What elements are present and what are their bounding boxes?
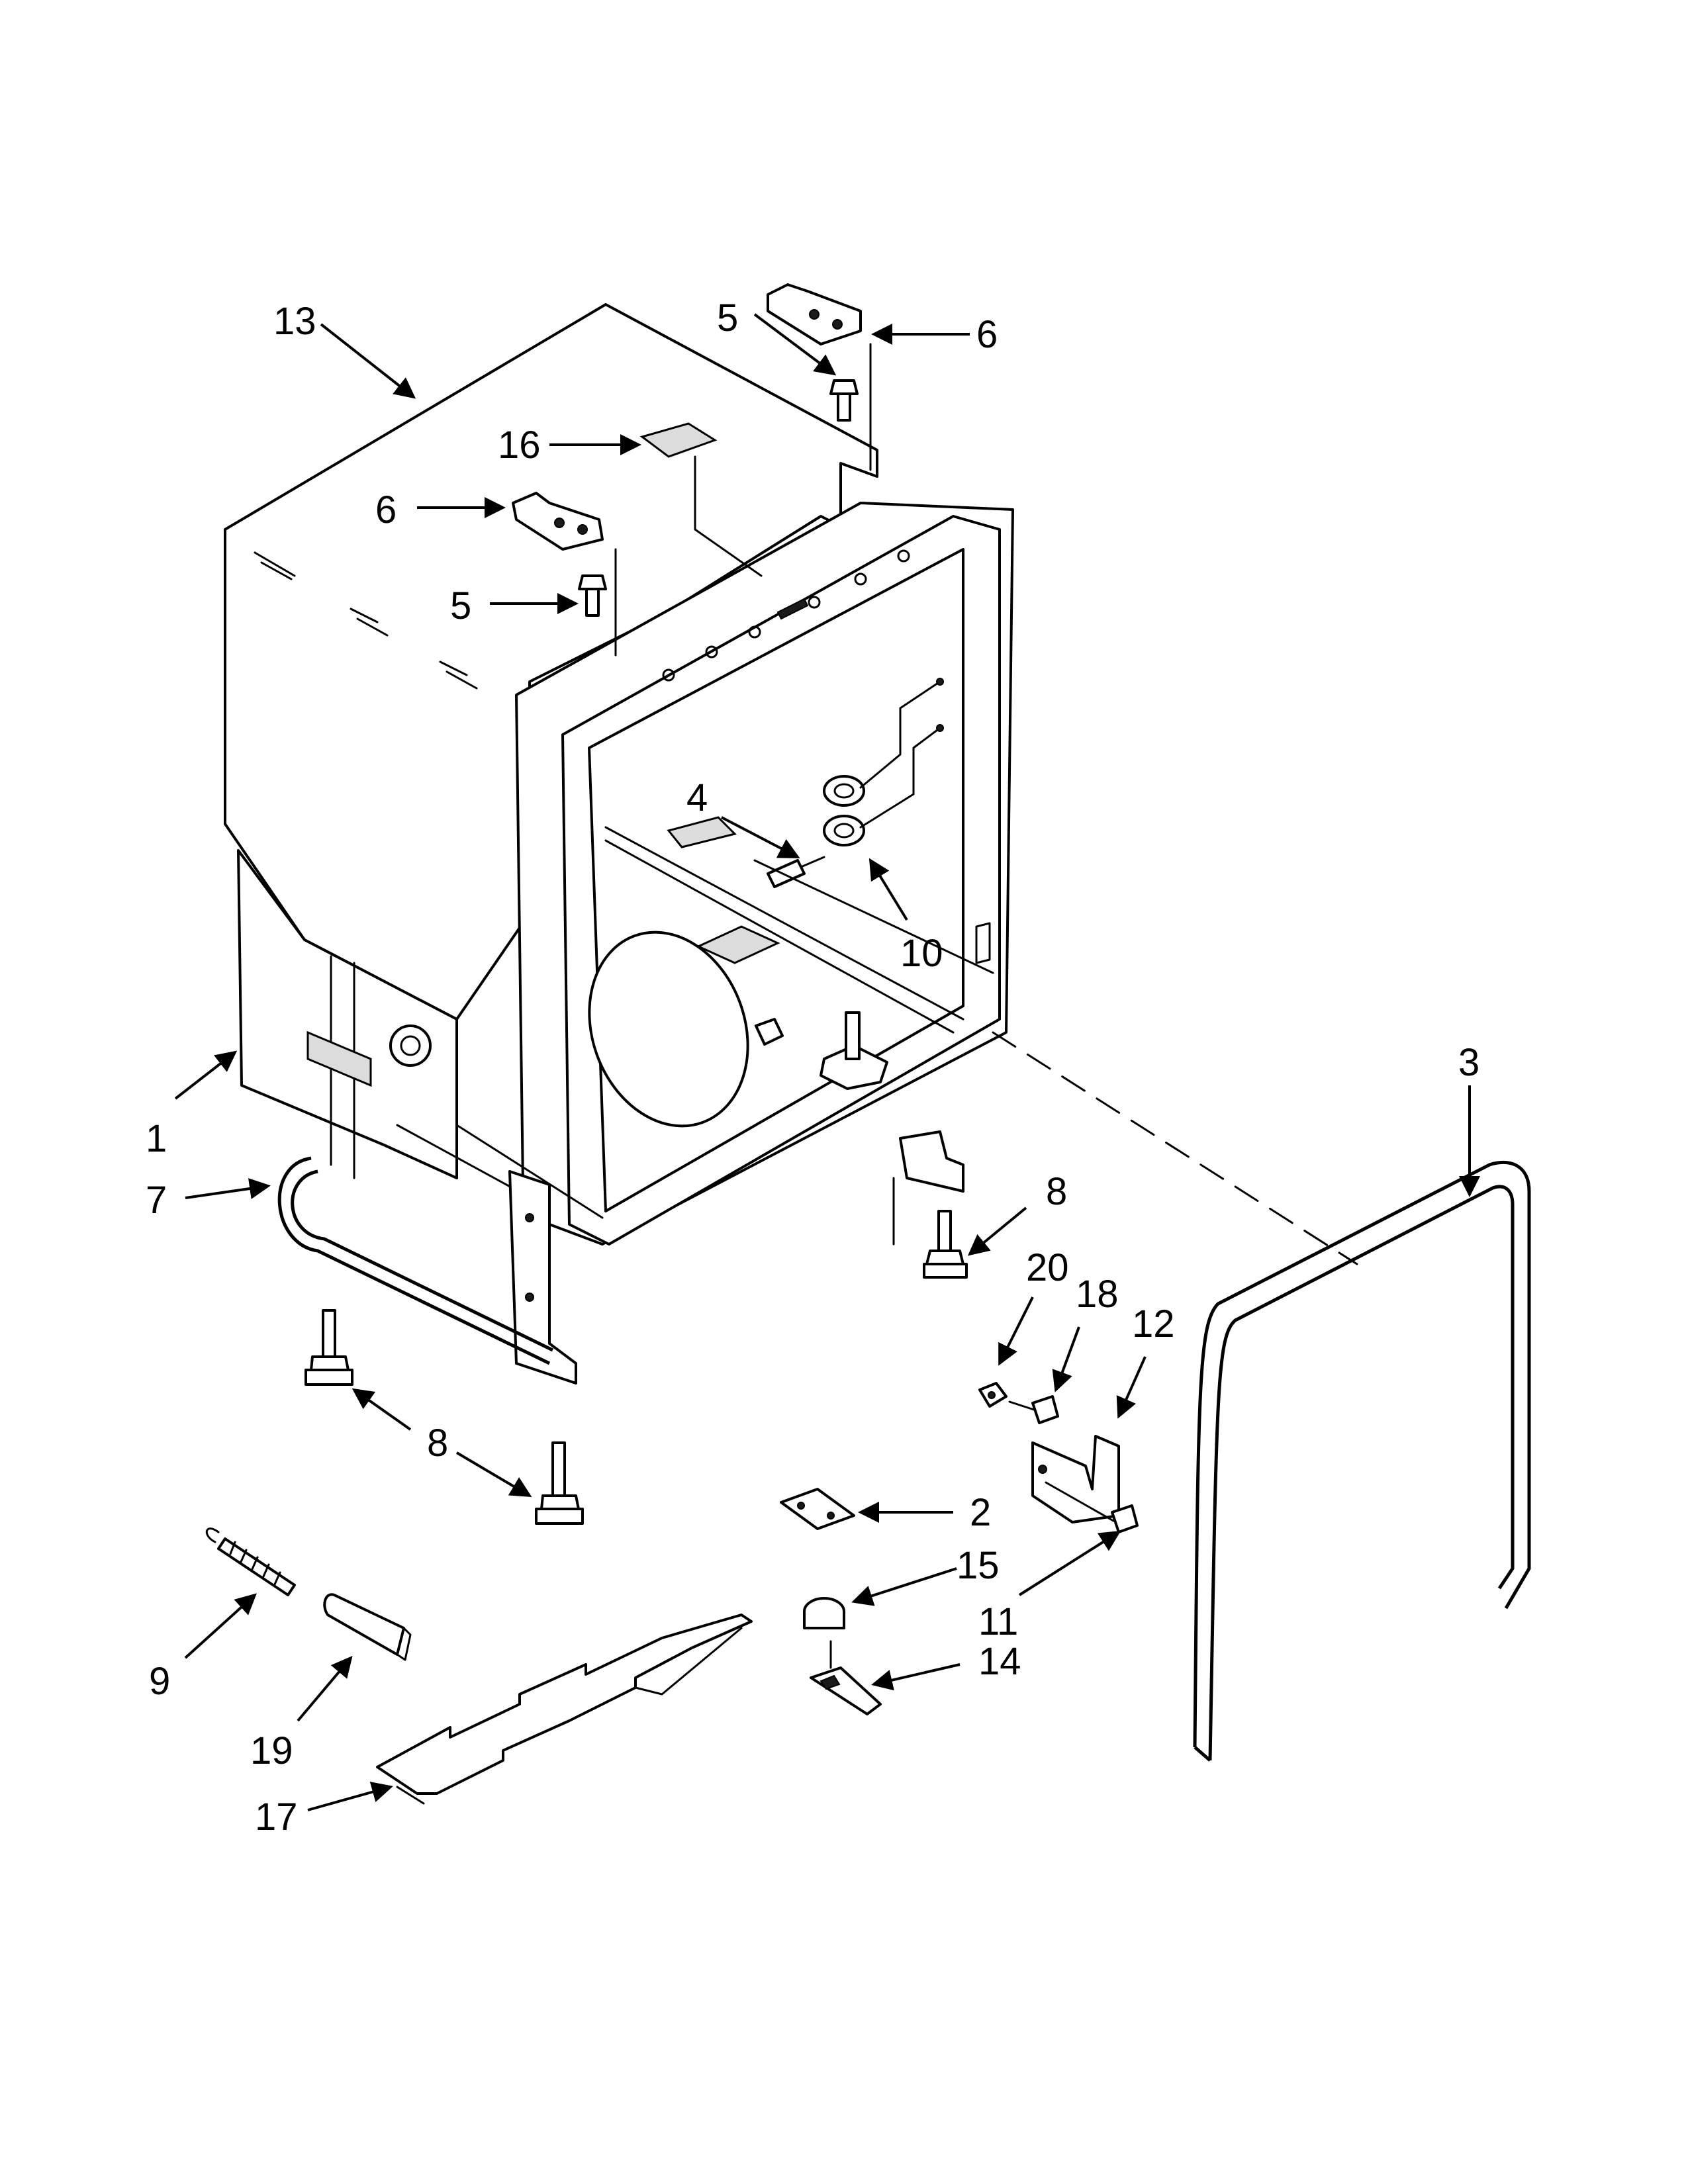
leader-lines (174, 313, 1480, 1811)
door-gasket (1193, 1160, 1531, 1762)
callout-8: 8 (427, 1422, 448, 1465)
callout-9: 9 (149, 1660, 170, 1703)
bracket-14 (810, 1666, 882, 1715)
foot-pad-19 (323, 1593, 412, 1661)
callout-labels: 13 5 6 16 6 5 4 10 3 1 7 8 20 18 12 8 2 … (146, 296, 1479, 1839)
tub-base-frame (508, 1130, 964, 1385)
callout-10: 10 (900, 932, 943, 975)
callout-13: 13 (273, 300, 316, 343)
callout-3: 3 (1458, 1041, 1479, 1084)
clip-20 (978, 1382, 1008, 1408)
screw-top-right (829, 379, 859, 422)
drain-hose (277, 1156, 554, 1365)
callout-16: 16 (498, 424, 541, 467)
thermostat-15 (803, 1597, 845, 1669)
callout-8: 8 (1046, 1170, 1067, 1213)
callout-20: 20 (1026, 1246, 1069, 1289)
leveling-leg-front-right (535, 1441, 584, 1525)
callout-1: 1 (146, 1117, 167, 1160)
leveling-leg-rear-right (923, 1210, 968, 1279)
callout-6: 6 (976, 313, 998, 356)
callout-18: 18 (1076, 1273, 1119, 1316)
leveling-leg-front-left (305, 1309, 353, 1386)
callout-19: 19 (250, 1729, 293, 1772)
callout-5: 5 (450, 584, 471, 627)
toe-panel-17 (376, 1614, 753, 1805)
callout-6: 6 (375, 488, 397, 531)
callout-4: 4 (686, 776, 708, 819)
mounting-bracket-right (767, 283, 872, 471)
callout-15: 15 (957, 1544, 1000, 1587)
callout-5: 5 (717, 296, 738, 340)
screw-top-left (578, 574, 607, 617)
callout-12: 12 (1132, 1302, 1175, 1345)
callout-14: 14 (978, 1640, 1021, 1683)
vent-16 (639, 422, 763, 577)
plate-2 (780, 1488, 855, 1530)
mounting-bracket-left (512, 492, 617, 657)
callout-2: 2 (970, 1491, 991, 1534)
spring-9 (205, 1527, 296, 1596)
callout-17: 17 (255, 1796, 298, 1839)
tub-body (237, 502, 1014, 1246)
bracket-12 (1031, 1435, 1120, 1524)
screw-11 (1045, 1481, 1139, 1533)
callout-7: 7 (146, 1179, 167, 1222)
screw-18 (1008, 1395, 1059, 1424)
callout-11: 11 (978, 1600, 1018, 1643)
